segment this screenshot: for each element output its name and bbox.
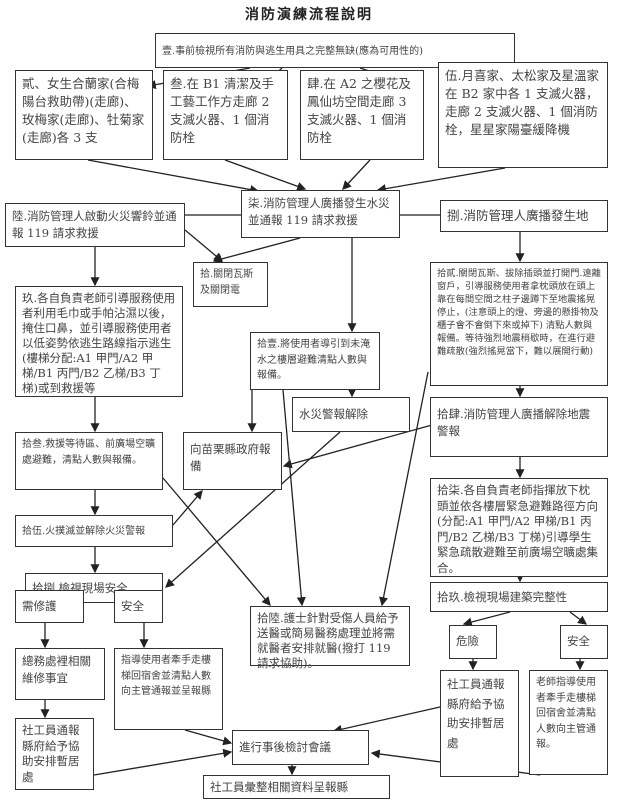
safe-right: 安全: [560, 625, 608, 659]
report-to-county: 向苗栗縣政府報備: [183, 432, 282, 490]
arrow: [462, 611, 511, 627]
arrow: [184, 729, 233, 746]
social-worker-left: 社工員通報縣府給予協助安排暫居處: [15, 718, 94, 790]
step17-teacher-evacuate: 拾柒.各自負責老師指揮放下枕頭並依各樓層緊急避難路徑方向(分配:A1 甲門/A2…: [430, 478, 608, 577]
admin-repair: 總務處裡相關維修事宜: [15, 648, 105, 700]
safe-left: 安全: [114, 590, 163, 623]
step12-earthquake-cover: 拾貳.關閉瓦斯、拔除插頭並打開門.遠離窗戶，引導服務使用者拿枕頭放在頭上靠在每間…: [430, 262, 608, 386]
guide-back-to-dorm: 指導使用者牽手走樓梯回宿舍並清點人數向主管通報並呈報縣: [114, 648, 223, 730]
step8-earthquake-broadcast: 捌.消防管理人廣播發生地: [440, 200, 608, 232]
step19-check-building: 拾玖.檢視現場建築完整性: [430, 582, 608, 612]
social-worker-right: 社工員通報縣府給予協助安排暫居處: [440, 670, 519, 777]
step2-girls-houses: 貳、女生合蘭家(合梅陽台救助帶)(走廊)、玫梅家(走廊)、牡菊家(走廊)各 3 …: [15, 70, 153, 160]
arrow: [162, 477, 271, 606]
arrow: [184, 229, 223, 262]
arrow: [376, 167, 506, 194]
arrow: [87, 159, 260, 195]
danger: 危險: [449, 625, 497, 659]
arrow: [332, 706, 441, 734]
diagram-title: 消防演練流程說明: [245, 7, 373, 23]
final-report: 社工員彙整相關資料呈報縣: [203, 775, 390, 799]
step3-b1-extinguishers: 叁.在 B1 清潔及手工藝工作方走廊 2 支滅火器、1 個消防栓: [163, 70, 288, 160]
step4-a2-extinguishers: 肆.在 A2 之櫻花及鳳仙坊空間走廊 3 支滅火器、1 個消防栓: [300, 70, 424, 160]
arrow: [93, 748, 233, 776]
need-repair: 需修護: [15, 590, 84, 623]
step5-b2-extinguishers: 伍.月喜家、太松家及星溫家在 B2 家中各 1 支滅火器，走廊 2 支滅火器、1…: [438, 62, 608, 168]
step6-fire-alarm: 陸.消防管理人啟動火災響鈴並通報 119 請求救援: [5, 203, 185, 247]
arrow: [569, 611, 588, 625]
arrow: [379, 371, 429, 607]
step13-rescue-waiting-area: 拾叁.救援等待區、前廣場空曠處避難，清點人數與報備。: [15, 432, 163, 490]
arrow: [224, 159, 307, 191]
step7-flood-broadcast: 柒.消防管理人廣播發生水災並通報 119 請求救援: [241, 190, 400, 238]
step16-nurse-care: 拾陸.護士針對受傷人員給予送醫或簡易醫務處理並將需就醫者安排就醫(撥打 119 …: [250, 606, 410, 670]
arrow: [165, 431, 341, 588]
step15-fire-out: 拾伍.火撲滅並解除火災警報: [15, 515, 173, 547]
step9-evacuate-low: 玖.各自負責老師引導服務使用者利用毛巾或手帕沾濕以後，掩住口鼻，並引導服務使用者…: [15, 286, 183, 397]
review-meeting: 進行事後檢討會議: [232, 730, 369, 765]
step10-shut-gas-power: 拾.關閉瓦斯及關閉電: [193, 262, 268, 307]
arrow: [282, 389, 306, 607]
step11-upper-floor: 拾壹.將使用者導引到未淹水之樓層避難清點人數與報備。: [250, 332, 380, 390]
step14-earthquake-clear: 拾肆.消防管理人廣播解除地震警報: [430, 397, 608, 457]
teacher-guide-dorm: 老師指導使用者牽手走樓梯回宿舍並清點人數向主管通報。: [529, 670, 608, 775]
arrow: [342, 159, 371, 190]
arrow: [212, 237, 301, 264]
arrow: [172, 490, 203, 526]
flood-alarm-cleared: 水災警報解除: [292, 397, 410, 432]
